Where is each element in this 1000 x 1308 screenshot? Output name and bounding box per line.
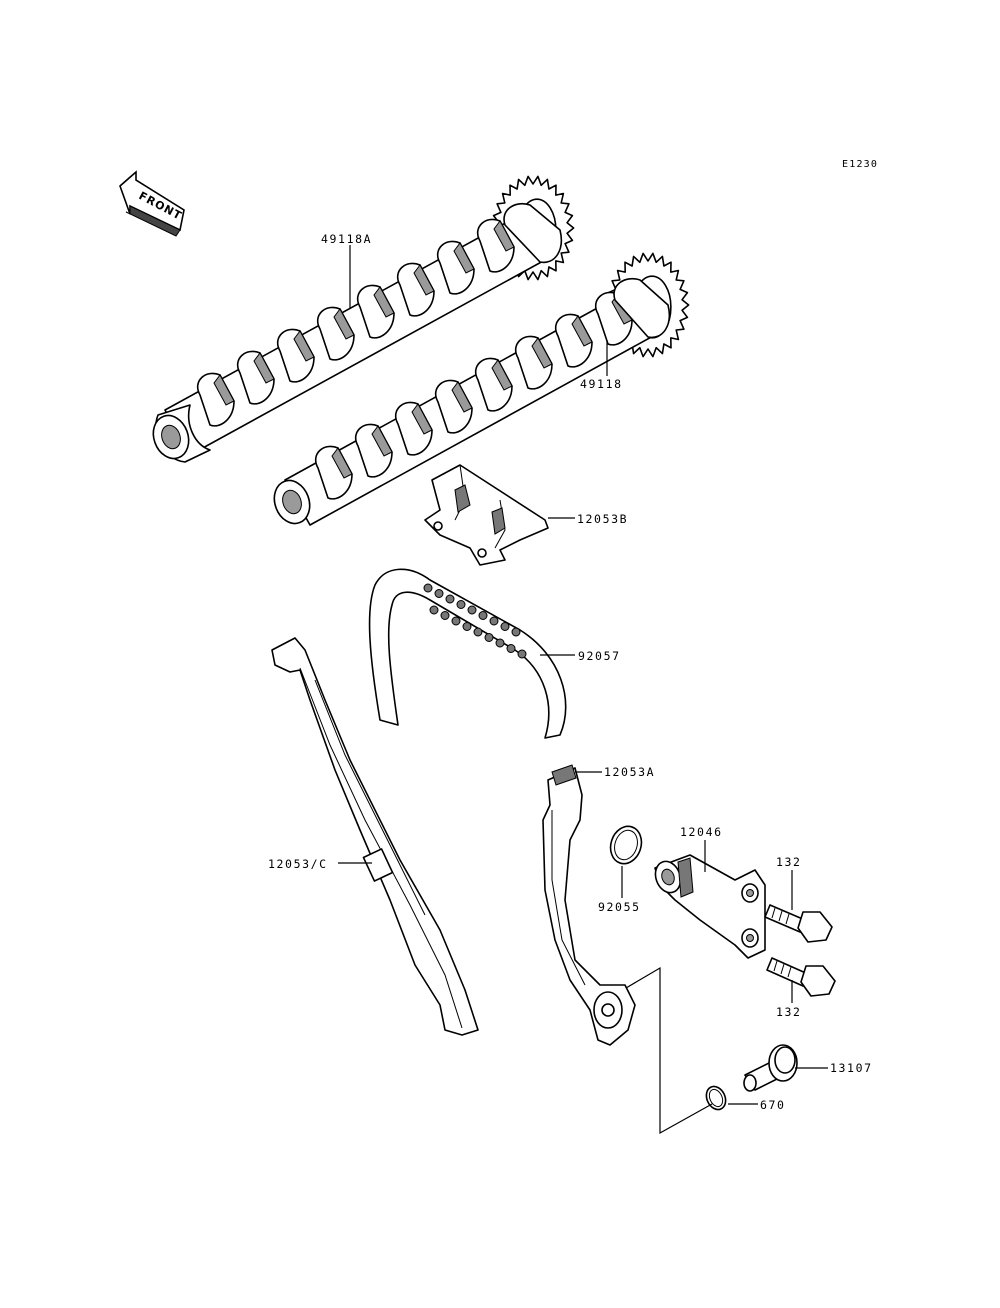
camshaft-49118A	[152, 175, 575, 463]
label-13107: 13107	[830, 1061, 873, 1075]
label-92057: 92057	[578, 649, 621, 663]
chain-tensioner-12046	[654, 854, 766, 959]
label-12053A: 12053A	[604, 765, 655, 779]
o-ring-92055	[609, 825, 643, 865]
label-132-upper: 132	[776, 855, 802, 869]
chain-guide-12053A	[542, 764, 636, 1046]
leader-lines	[338, 245, 828, 1135]
front-arrow-icon: FRONT	[119, 170, 185, 237]
label-132-lower: 132	[776, 1005, 802, 1019]
chain-guide-12053B	[424, 464, 549, 566]
label-670: 670	[760, 1098, 786, 1112]
pivot-bolt-13107	[743, 1044, 798, 1092]
chain-guide-12053C	[271, 637, 479, 1036]
label-12053B: 12053B	[577, 512, 628, 526]
bolt-132-lower	[766, 957, 836, 997]
cam-chain-92057	[368, 568, 567, 739]
camshaft-49118	[273, 252, 690, 526]
label-49118A: 49118A	[321, 232, 372, 246]
label-12046: 12046	[680, 825, 723, 839]
figure-code: E1230	[842, 159, 878, 170]
label-92055: 92055	[598, 900, 641, 914]
washer-670	[705, 1085, 727, 1111]
label-12053C: 12053/C	[268, 857, 328, 871]
bolt-132-upper	[764, 904, 833, 943]
label-49118: 49118	[580, 377, 623, 391]
